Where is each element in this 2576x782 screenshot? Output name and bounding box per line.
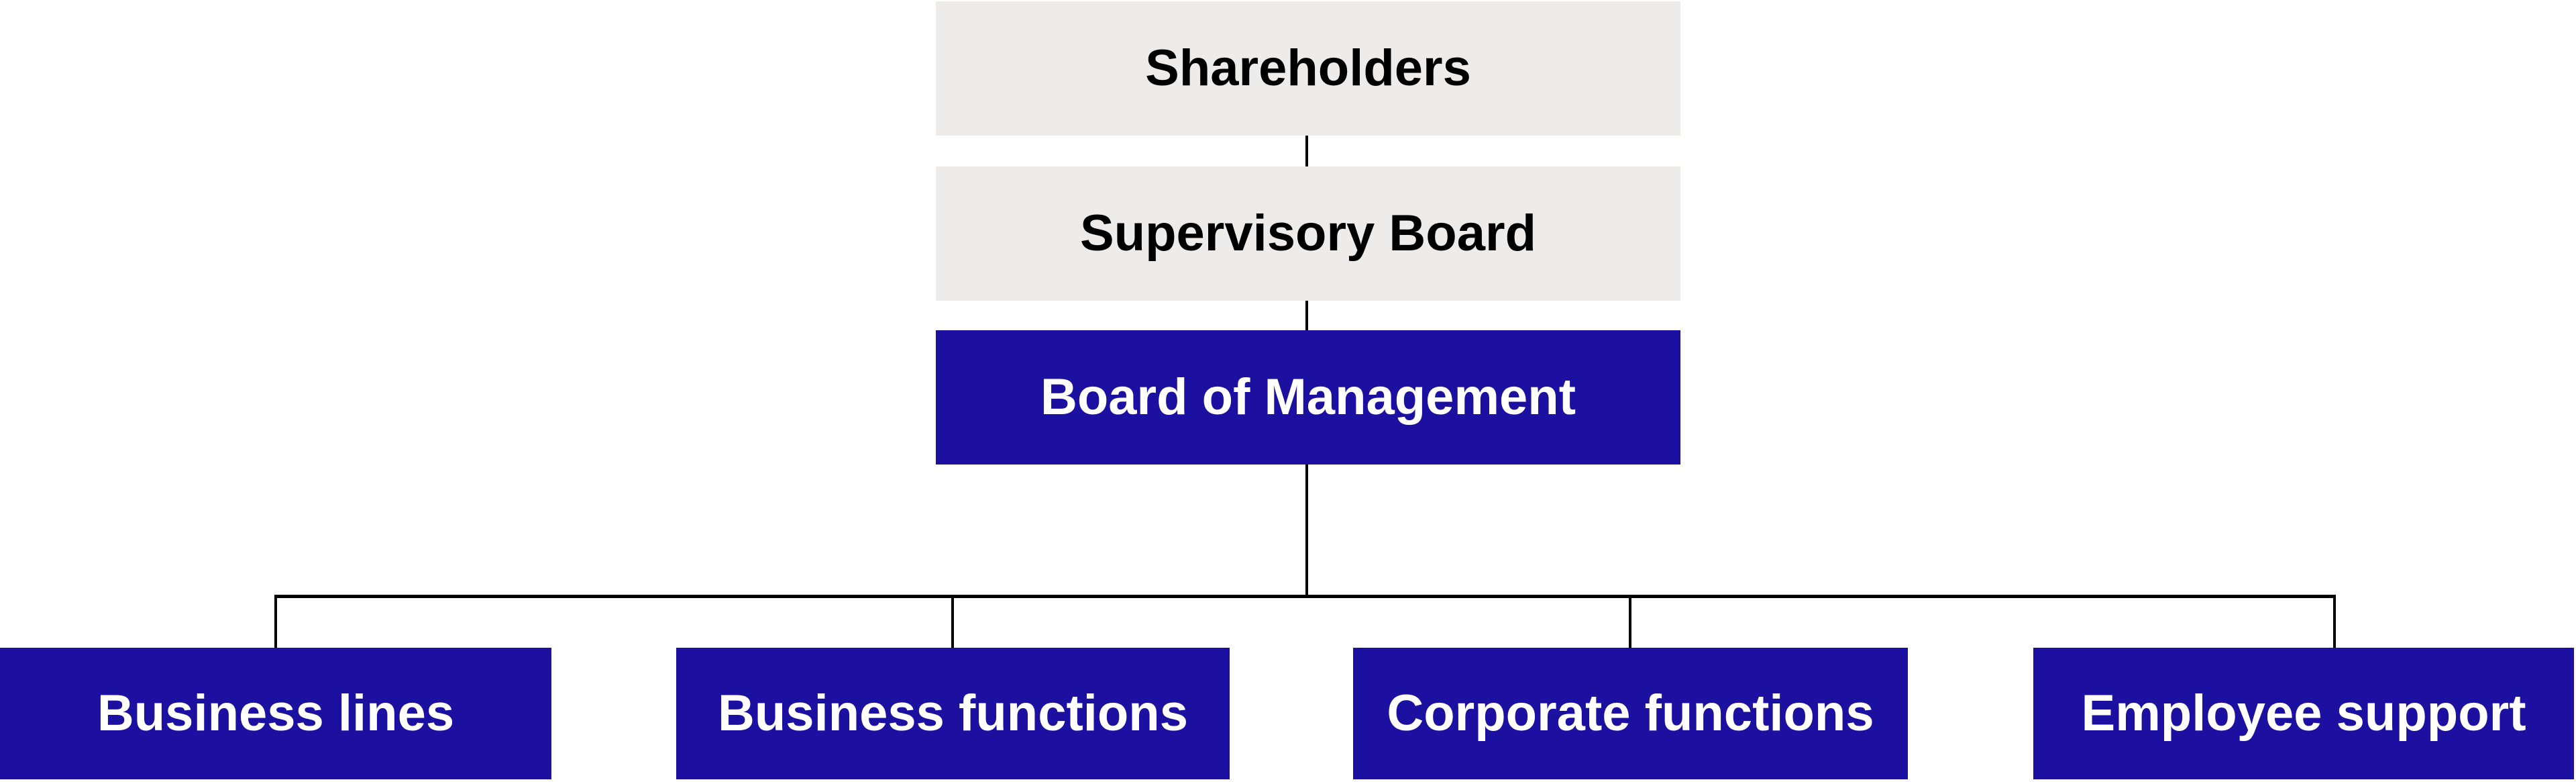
node-business-functions: Business functions bbox=[676, 648, 1230, 779]
node-business-lines: Business lines bbox=[0, 648, 551, 779]
connector-supervisory-board bbox=[1305, 301, 1308, 330]
node-corporate-functions: Corporate functions bbox=[1353, 648, 1908, 779]
connector-drop-business-functions bbox=[951, 597, 954, 648]
node-board-of-management-label: Board of Management bbox=[1040, 369, 1576, 426]
connector-horizontal-bus bbox=[274, 595, 2336, 598]
node-supervisory-board-label: Supervisory Board bbox=[1080, 205, 1536, 262]
connector-drop-employee-support bbox=[2333, 597, 2336, 648]
connector-board-trunk bbox=[1305, 465, 1308, 596]
node-employee-support: Employee support bbox=[2033, 648, 2574, 779]
node-business-lines-label: Business lines bbox=[97, 685, 455, 742]
node-employee-support-label: Employee support bbox=[2081, 685, 2526, 742]
node-business-functions-label: Business functions bbox=[718, 685, 1188, 742]
node-shareholders-label: Shareholders bbox=[1145, 40, 1471, 97]
connector-drop-business-lines bbox=[274, 597, 277, 648]
connector-drop-corporate-functions bbox=[1629, 597, 1631, 648]
node-supervisory-board: Supervisory Board bbox=[936, 166, 1680, 301]
node-shareholders: Shareholders bbox=[936, 1, 1680, 136]
connector-shareholders-supervisory bbox=[1305, 136, 1308, 166]
node-corporate-functions-label: Corporate functions bbox=[1387, 685, 1874, 742]
node-board-of-management: Board of Management bbox=[936, 330, 1680, 465]
